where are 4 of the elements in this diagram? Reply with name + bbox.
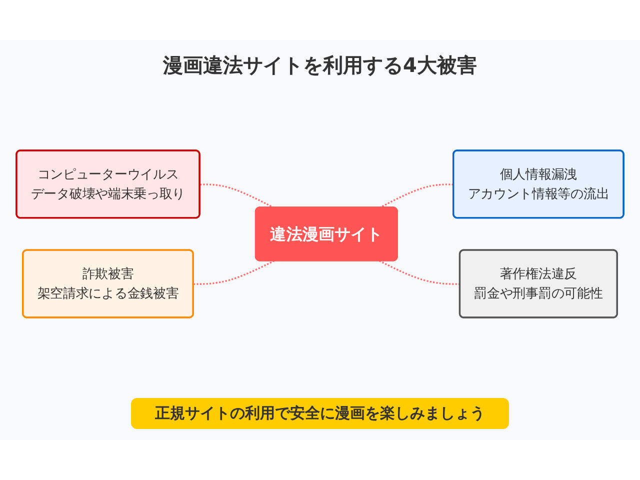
note-banner: 正規サイトの利用で安全に漫画を楽しみましょう	[131, 398, 509, 429]
connector	[194, 260, 275, 285]
connector	[379, 184, 454, 209]
diagram-title: 漫画違法サイトを利用する4大被害	[162, 52, 478, 79]
